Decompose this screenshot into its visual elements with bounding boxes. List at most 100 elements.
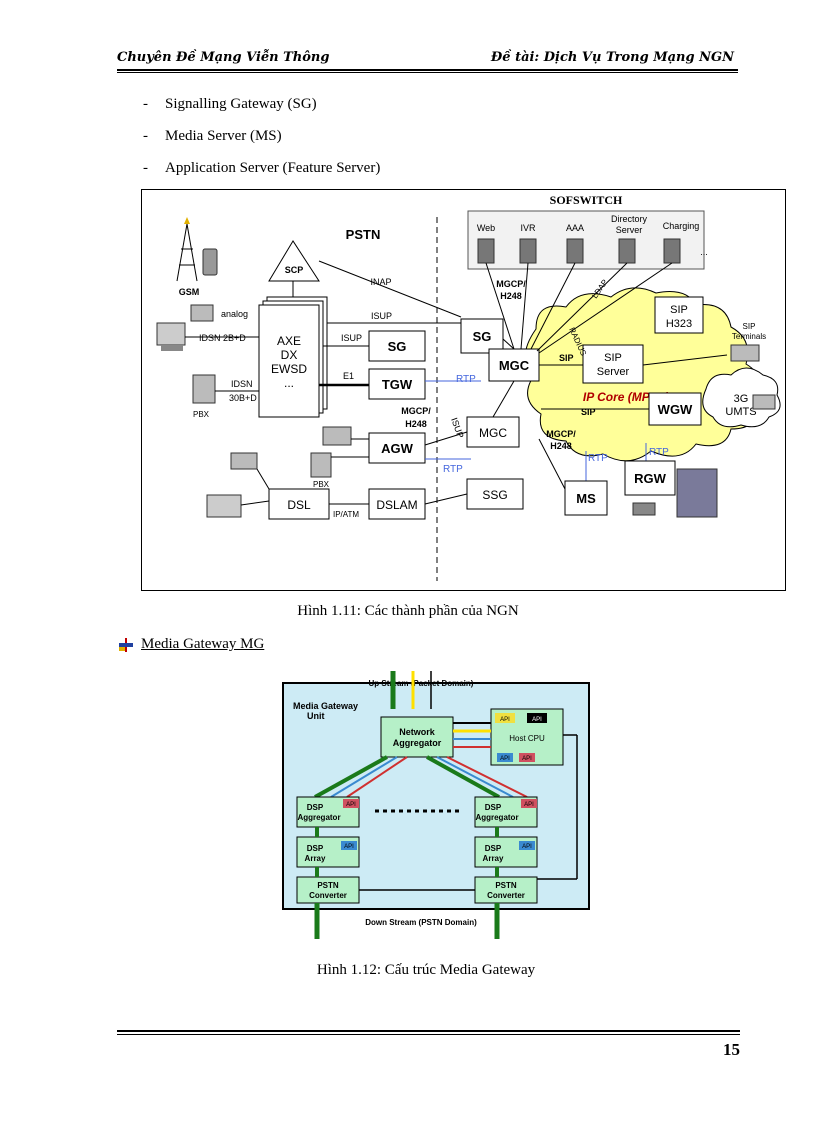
svg-text:PSTN: PSTN — [495, 881, 517, 890]
svg-text:RTP: RTP — [443, 464, 463, 475]
svg-text:3G: 3G — [734, 393, 749, 405]
sg-box — [368, 330, 426, 362]
mgc-box-2 — [466, 416, 520, 448]
svg-text:Array: Array — [483, 854, 504, 863]
svg-text:SG: SG — [473, 329, 492, 344]
svg-text:E1: E1 — [343, 371, 354, 381]
svg-text:API: API — [524, 802, 534, 808]
svg-text:RTP: RTP — [588, 453, 608, 464]
svg-text:MGCP/: MGCP/ — [496, 279, 526, 289]
svg-text:Converter: Converter — [309, 891, 347, 900]
svg-text:IVR: IVR — [520, 223, 536, 233]
svg-text:RTP: RTP — [649, 447, 669, 458]
server-aaa: AAA — [566, 223, 584, 264]
svg-text:SIP: SIP — [743, 322, 756, 331]
footer-rule — [117, 1030, 740, 1032]
svg-text:SIP: SIP — [581, 407, 596, 417]
svg-text:MGC: MGC — [479, 426, 507, 440]
svg-text:Server: Server — [616, 225, 643, 235]
svg-text:DSLAM: DSLAM — [376, 498, 417, 512]
svg-text:EWSD: EWSD — [271, 362, 307, 376]
bullet-list: -Signalling Gateway (SG) -Media Server (… — [143, 96, 380, 192]
svg-text:Media Gateway: Media Gateway — [293, 701, 358, 711]
svg-text:H248: H248 — [550, 441, 572, 451]
svg-text:H248: H248 — [500, 291, 522, 301]
pstn-converter-right — [474, 876, 538, 904]
header-right: Đề tài: Dịch Vụ Trong Mạng NGN — [490, 50, 734, 65]
analog-label: analog — [221, 309, 248, 319]
gsm-tower — [176, 217, 218, 282]
axe-switch — [258, 304, 320, 418]
svg-text:API: API — [522, 844, 532, 850]
mg-figure: Up Stream (Packet Domain) Media Gateway … — [247, 669, 595, 945]
list-item: -Application Server (Feature Server) — [143, 160, 381, 176]
svg-text:DX: DX — [281, 348, 298, 362]
svg-text:API: API — [346, 802, 356, 808]
svg-text:DSL: DSL — [287, 498, 311, 512]
svg-text:TGW: TGW — [382, 377, 413, 392]
svg-text:Aggregator: Aggregator — [393, 738, 442, 748]
svg-text:Aggregator: Aggregator — [475, 813, 518, 822]
tgw-box — [368, 368, 426, 400]
downstream-label: Down Stream (PSTN Domain) — [365, 918, 477, 927]
svg-text:SIP: SIP — [559, 353, 574, 363]
svg-text:MS: MS — [576, 491, 596, 506]
svg-text:UMTS: UMTS — [725, 406, 756, 418]
svg-text:SIP: SIP — [604, 352, 622, 364]
section-marker-icon — [119, 637, 133, 652]
list-item: -Signalling Gateway (SG) — [143, 96, 317, 112]
svg-text:PBX: PBX — [193, 410, 210, 419]
agw-box — [368, 432, 426, 464]
svg-text:Server: Server — [597, 366, 630, 378]
server-web: Web — [477, 223, 495, 264]
computer-icon — [156, 322, 186, 346]
svg-text:30B+D: 30B+D — [229, 393, 257, 403]
ms-box — [564, 480, 608, 516]
svg-text:Network: Network — [399, 727, 436, 737]
svg-text:Directory: Directory — [611, 214, 648, 224]
svg-text:Charging: Charging — [663, 221, 700, 231]
pbx-icon-2 — [310, 452, 332, 478]
svg-text:H323: H323 — [666, 318, 692, 330]
ngn-figure: SOFSWITCH Web IVR AAA Directory Server C… — [141, 189, 786, 591]
svg-text:RGW: RGW — [634, 471, 667, 486]
figure-caption-1: Hình 1.11: Các thành phần của NGN — [297, 603, 519, 619]
svg-text:Converter: Converter — [487, 891, 525, 900]
softswitch-label: SOFSWITCH — [550, 193, 623, 207]
svg-text:API: API — [532, 717, 542, 723]
svg-text:Array: Array — [305, 854, 326, 863]
svg-text:PSTN: PSTN — [317, 881, 339, 890]
svg-text:AXE: AXE — [277, 334, 301, 348]
server-directory: Directory Server — [611, 214, 648, 264]
svg-text:SIP: SIP — [670, 304, 688, 316]
svg-text:RTP: RTP — [456, 374, 476, 385]
header-rule — [117, 69, 738, 71]
svg-text:API: API — [500, 756, 510, 762]
sg-box-2 — [460, 318, 504, 354]
svg-text:DSP: DSP — [485, 803, 502, 812]
page-number: 15 — [723, 1040, 740, 1059]
svg-text:API: API — [522, 756, 532, 762]
list-item: -Media Server (MS) — [143, 128, 282, 144]
svg-text:SSG: SSG — [482, 488, 507, 502]
svg-text:IDSN: IDSN — [231, 379, 253, 389]
sip-h323-box — [654, 296, 704, 334]
svg-text:DSP: DSP — [307, 844, 324, 853]
house-icon — [632, 502, 656, 516]
svg-text:API: API — [500, 717, 510, 723]
svg-text:Unit: Unit — [307, 711, 325, 721]
network-aggregator — [380, 716, 454, 758]
svg-text:MGC: MGC — [499, 358, 530, 373]
svg-text:WGW: WGW — [658, 402, 693, 417]
figure-caption-2: Hình 1.12: Cấu trúc Media Gateway — [316, 962, 536, 978]
pbx-icon — [192, 374, 216, 404]
svg-text:Terminals: Terminals — [732, 332, 766, 341]
svg-text:SG: SG — [388, 339, 407, 354]
idsn-2bd-label: IDSN 2B+D — [199, 333, 246, 343]
svg-text:AGW: AGW — [381, 441, 414, 456]
section-title: Media Gateway MG — [141, 636, 265, 652]
svg-text:AAA: AAA — [566, 223, 584, 233]
svg-text:Web: Web — [477, 223, 495, 233]
gsm-label: GSM — [179, 287, 200, 297]
rgw-box — [624, 460, 676, 496]
